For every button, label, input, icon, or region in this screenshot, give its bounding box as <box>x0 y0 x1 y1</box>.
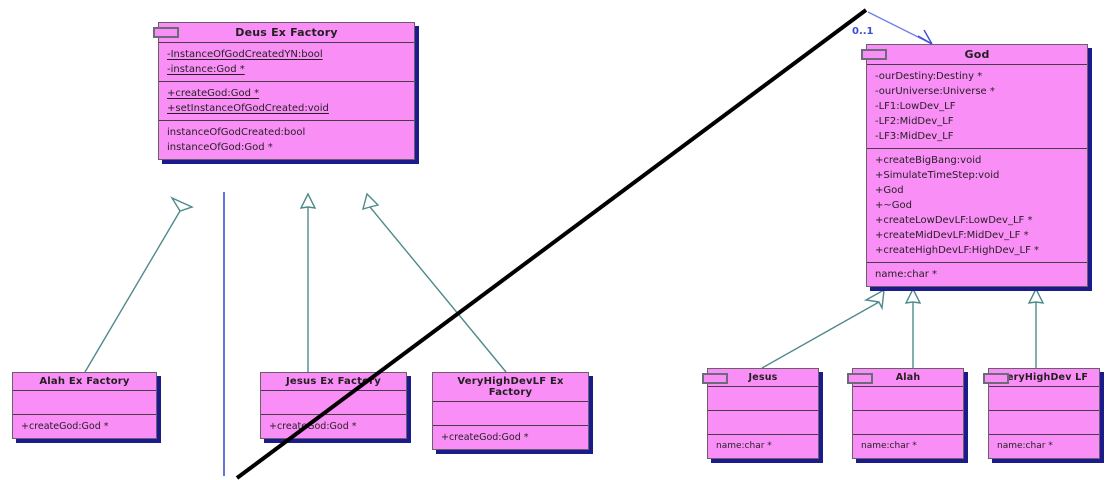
empty-row <box>989 391 1099 406</box>
operations-compartment: +createGod:God * <box>261 414 406 438</box>
operations-compartment: +createGod:God * <box>13 414 156 438</box>
class-jesus[interactable]: Jesus name:char * <box>702 368 819 459</box>
class-tab-icon <box>861 49 887 60</box>
attributes-compartment: -ourDestiny:Destiny * -ourUniverse:Unive… <box>867 64 1087 148</box>
attributes-compartment <box>433 401 588 425</box>
class-title: Deus Ex Factory <box>235 26 338 39</box>
member-row: name:char * <box>875 269 937 280</box>
attributes-compartment <box>853 386 963 410</box>
operation-row: +createGod:God * <box>441 432 529 443</box>
association-to-god <box>867 11 933 45</box>
attributes-compartment <box>13 390 156 414</box>
members-compartment: name:char * <box>853 434 963 458</box>
operation-row: +createBigBang:void <box>875 155 982 166</box>
generalization-alah-factory-to-deus <box>84 196 194 373</box>
class-title: VeryHighDev LF <box>999 372 1089 383</box>
member-row: name:char * <box>716 441 772 451</box>
class-tab-icon <box>153 27 179 38</box>
class-god[interactable]: God -ourDestiny:Destiny * -ourUniverse:U… <box>861 44 1088 287</box>
operations-compartment <box>989 410 1099 434</box>
member-row: instanceOfGod:God * <box>167 142 273 153</box>
member-row: name:char * <box>861 441 917 451</box>
member-row: name:char * <box>997 441 1053 451</box>
members-compartment: name:char * <box>989 434 1099 458</box>
generalization-alah-to-god <box>904 287 922 368</box>
operation-row: +createGod:God * <box>21 421 109 432</box>
class-tab-icon <box>702 373 728 384</box>
class-tab-icon <box>847 373 873 384</box>
empty-row <box>853 391 963 406</box>
attributes-compartment <box>261 390 406 414</box>
attribute-row: -ourUniverse:Universe * <box>875 86 995 97</box>
empty-row <box>853 415 963 430</box>
attributes-compartment: -InstanceOfGodCreatedYN:bool -instance:G… <box>159 42 414 81</box>
member-row: instanceOfGodCreated:bool <box>167 127 306 138</box>
class-deus-ex-factory[interactable]: Deus Ex Factory -InstanceOfGodCreatedYN:… <box>153 22 415 160</box>
generalization-jesus-factory-to-deus <box>299 192 317 372</box>
operations-compartment: +createGod:God * +setInstanceOfGodCreate… <box>159 81 414 120</box>
operations-compartment <box>853 410 963 434</box>
empty-row <box>708 391 818 406</box>
operations-compartment: +createBigBang:void +SimulateTimeStep:vo… <box>867 148 1087 262</box>
generalization-veryhighdevlf-factory-to-deus <box>362 192 507 373</box>
class-title: God <box>964 48 990 61</box>
class-veryhighdevlf-ex-factory[interactable]: VeryHighDevLF Ex Factory +createGod:God … <box>432 372 589 450</box>
operation-row: +createGod:God * <box>167 88 260 99</box>
members-compartment: instanceOfGodCreated:bool instanceOfGod:… <box>159 120 414 159</box>
generalization-veryhighdevlf-to-god <box>1027 287 1045 368</box>
class-title: VeryHighDevLF Ex Factory <box>457 376 564 398</box>
operation-row: +createMidDevLF:MidDev_LF * <box>875 230 1029 241</box>
operation-row: +createHighDevLF:HighDev_LF * <box>875 245 1040 256</box>
attribute-row: -LF2:MidDev_LF <box>875 116 954 127</box>
attributes-compartment <box>989 386 1099 410</box>
operation-row: +God <box>875 185 904 196</box>
empty-row <box>708 415 818 430</box>
class-veryhighdev-lf[interactable]: VeryHighDev LF name:char * <box>983 368 1100 459</box>
members-compartment: name:char * <box>708 434 818 458</box>
class-title: Alah <box>895 372 921 383</box>
attributes-compartment <box>708 386 818 410</box>
class-jesus-ex-factory[interactable]: Jesus Ex Factory +createGod:God * <box>260 372 407 439</box>
class-title: Jesus Ex Factory <box>286 376 381 387</box>
empty-row <box>989 415 1099 430</box>
multiplicity-label: 0..1 <box>852 26 874 37</box>
members-compartment: name:char * <box>867 262 1087 286</box>
operation-row: +createLowDevLF:LowDev_LF * <box>875 215 1033 226</box>
empty-row <box>433 406 588 421</box>
operation-row: +createGod:God * <box>269 421 357 432</box>
empty-row <box>261 395 406 410</box>
operation-row: +setInstanceOfGodCreated:void <box>167 103 329 114</box>
operations-compartment: +createGod:God * <box>433 425 588 449</box>
attribute-row: -instance:God * <box>167 64 245 75</box>
attribute-row: -InstanceOfGodCreatedYN:bool <box>167 49 323 60</box>
generalization-jesus-to-god <box>761 288 885 369</box>
class-title: Alah Ex Factory <box>39 376 130 387</box>
class-tab-icon <box>983 373 1009 384</box>
attribute-row: -ourDestiny:Destiny * <box>875 71 983 82</box>
class-alah[interactable]: Alah name:char * <box>847 368 964 459</box>
attribute-row: -LF1:LowDev_LF <box>875 101 956 112</box>
operation-row: +~God <box>875 200 912 211</box>
operation-row: +SimulateTimeStep:void <box>875 170 1000 181</box>
operations-compartment <box>708 410 818 434</box>
empty-row <box>13 395 156 410</box>
attribute-row: -LF3:MidDev_LF <box>875 131 954 142</box>
class-alah-ex-factory[interactable]: Alah Ex Factory +createGod:God * <box>12 372 157 439</box>
